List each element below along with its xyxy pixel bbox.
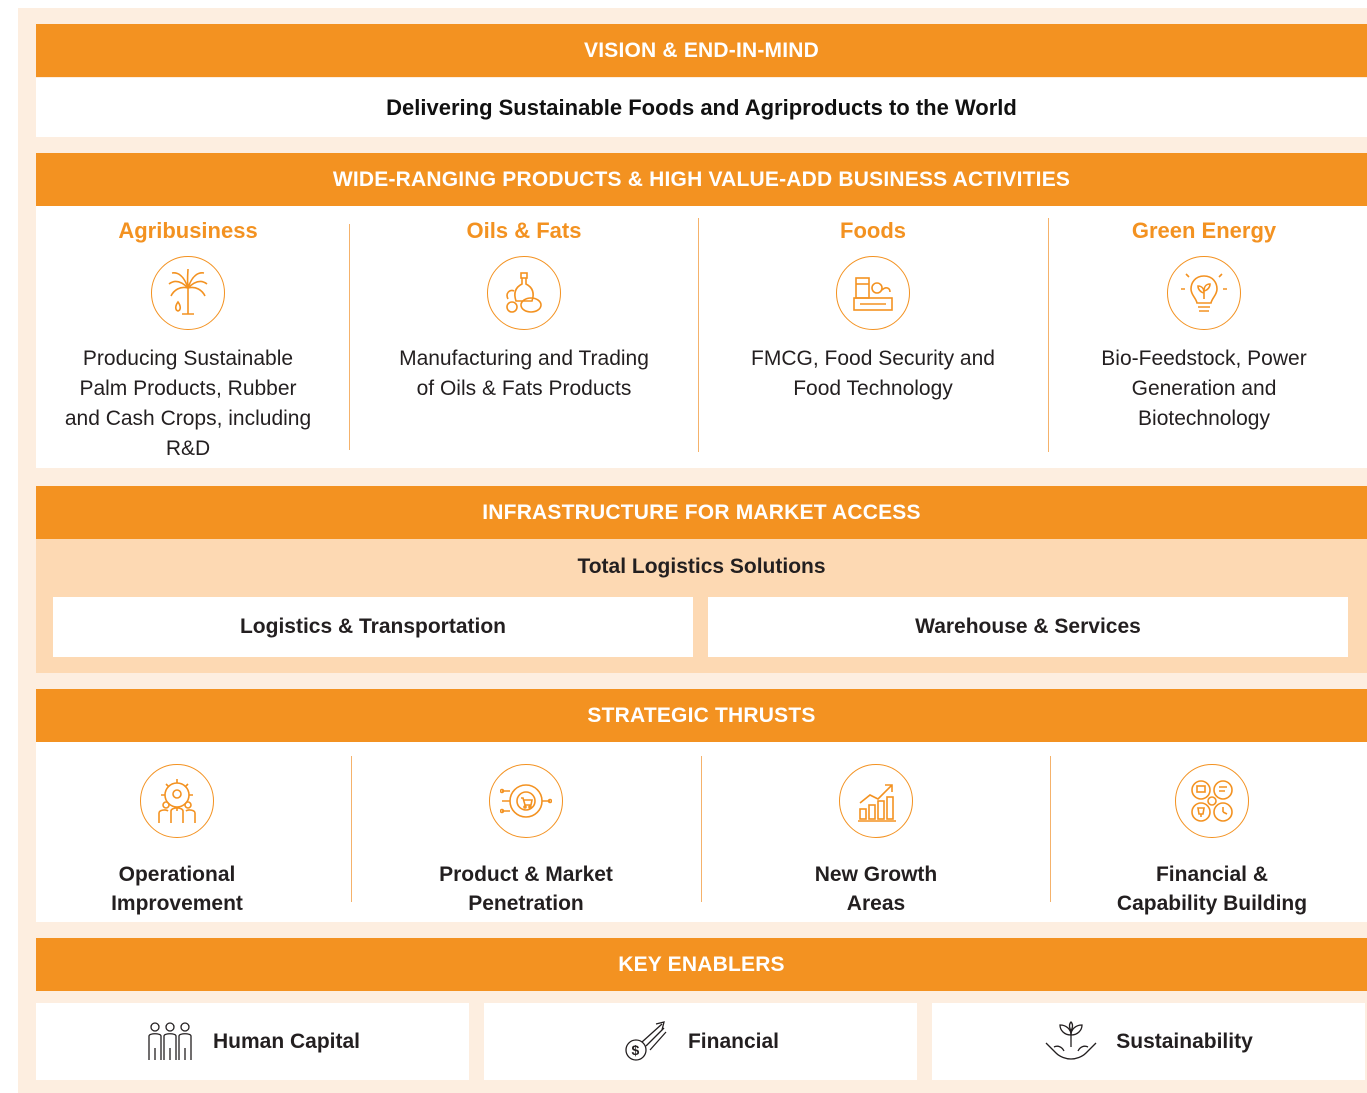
column-divider [698, 218, 699, 452]
thrust-label-line2: Areas [846, 892, 906, 915]
segment-green-energy: Green Energy Bio-Feedstock, Power Genera… [1079, 206, 1329, 468]
plant-hands-icon [1045, 1020, 1097, 1060]
segment-title: Oils & Fats [466, 218, 582, 243]
gear-people-icon [140, 764, 214, 838]
svg-text:$: $ [631, 1042, 639, 1058]
logistics-label: Logistics & Transportation [239, 615, 507, 638]
enabler-label: Human Capital [212, 1029, 361, 1053]
column-divider [349, 224, 350, 450]
market-target-icon [489, 764, 563, 838]
thrust-label-line2: Capability Building [1116, 892, 1308, 915]
products-header: WIDE-RANGING PRODUCTS & HIGH VALUE-ADD B… [36, 153, 1367, 206]
growth-chart-icon [839, 764, 913, 838]
people-icon [148, 1021, 192, 1060]
thrust-label: Product & Market Penetration [376, 860, 676, 918]
enabler-financial: $ Financial [484, 1003, 917, 1080]
segment-description: Producing Sustainable Palm Products, Rub… [64, 347, 312, 460]
segment-oils-fats: Oils & Fats Manufacturing and Trading of… [399, 206, 649, 468]
thrust-product-market: Product & Market Penetration [376, 742, 676, 922]
thrust-label: New Growth Areas [726, 860, 1026, 918]
thrust-operational: Operational Improvement [27, 742, 327, 922]
vision-statement: Delivering Sustainable Foods and Agripro… [386, 94, 1017, 120]
enabler-human-capital: Human Capital [36, 1003, 469, 1080]
segment-title: Foods [840, 218, 906, 243]
warehouse-box: Warehouse & Services [708, 597, 1348, 657]
enabler-label: Financial [687, 1029, 780, 1053]
vision-panel: Delivering Sustainable Foods and Agripro… [36, 78, 1367, 137]
infrastructure-header: INFRASTRUCTURE FOR MARKET ACCESS [36, 486, 1367, 539]
enabler-label: Sustainability [1116, 1029, 1253, 1053]
thrusts-header-text: STRATEGIC THRUSTS [587, 703, 816, 727]
infrastructure-panel: Total Logistics Solutions Logistics & Tr… [36, 539, 1367, 673]
thrust-label: Financial & Capability Building [1062, 860, 1362, 918]
capability-icon [1175, 764, 1249, 838]
enablers-header: KEY ENABLERS [36, 938, 1367, 991]
infrastructure-header-text: INFRASTRUCTURE FOR MARKET ACCESS [482, 500, 921, 524]
eco-bulb-icon [1167, 256, 1241, 330]
thrust-label-line1: Operational [118, 863, 236, 886]
thrust-label-line1: Financial & [1155, 863, 1269, 886]
thrusts-header: STRATEGIC THRUSTS [36, 689, 1367, 742]
vision-header-text: VISION & END-IN-MIND [584, 38, 819, 62]
coin-arrow-icon: $ [625, 1020, 667, 1061]
segment-agribusiness: Agribusiness Producing Sustainable Palm … [63, 206, 313, 468]
segment-description: Bio-Feedstock, Power Generation and Biot… [1101, 347, 1307, 430]
thrust-label-line2: Penetration [468, 892, 584, 915]
segment-description: FMCG, Food Security and Food Technology [751, 347, 995, 400]
segment-foods: Foods FMCG, Food Security and Food Techn… [748, 206, 998, 468]
infrastructure-subtitle: Total Logistics Solutions [577, 555, 826, 578]
segment-title: Green Energy [1131, 218, 1277, 243]
products-header-text: WIDE-RANGING PRODUCTS & HIGH VALUE-ADD B… [332, 167, 1071, 191]
enablers-header-text: KEY ENABLERS [618, 952, 785, 976]
vision-header: VISION & END-IN-MIND [36, 24, 1367, 77]
segment-title: Agribusiness [118, 218, 258, 243]
column-divider [1050, 756, 1051, 902]
grocery-icon [836, 256, 910, 330]
column-divider [351, 756, 352, 902]
thrust-label-line1: New Growth [814, 863, 938, 886]
warehouse-label: Warehouse & Services [915, 615, 1141, 638]
thrust-label-line1: Product & Market [439, 863, 613, 886]
thrust-label-line2: Improvement [111, 892, 243, 915]
column-divider [701, 756, 702, 902]
segment-description: Manufacturing and Trading of Oils & Fats… [399, 347, 649, 400]
oil-bottle-icon [487, 256, 561, 330]
thrust-new-growth: New Growth Areas [726, 742, 1026, 922]
thrust-financial-capability: Financial & Capability Building [1062, 742, 1362, 922]
products-panel: Agribusiness Producing Sustainable Palm … [36, 206, 1367, 468]
column-divider [1048, 218, 1049, 452]
thrusts-panel: Operational Improvement Product & Market… [36, 742, 1367, 922]
thrust-label: Operational Improvement [27, 860, 327, 918]
logistics-box: Logistics & Transportation [53, 597, 693, 657]
enabler-sustainability: Sustainability [932, 1003, 1365, 1080]
palm-tree-icon [151, 256, 225, 330]
